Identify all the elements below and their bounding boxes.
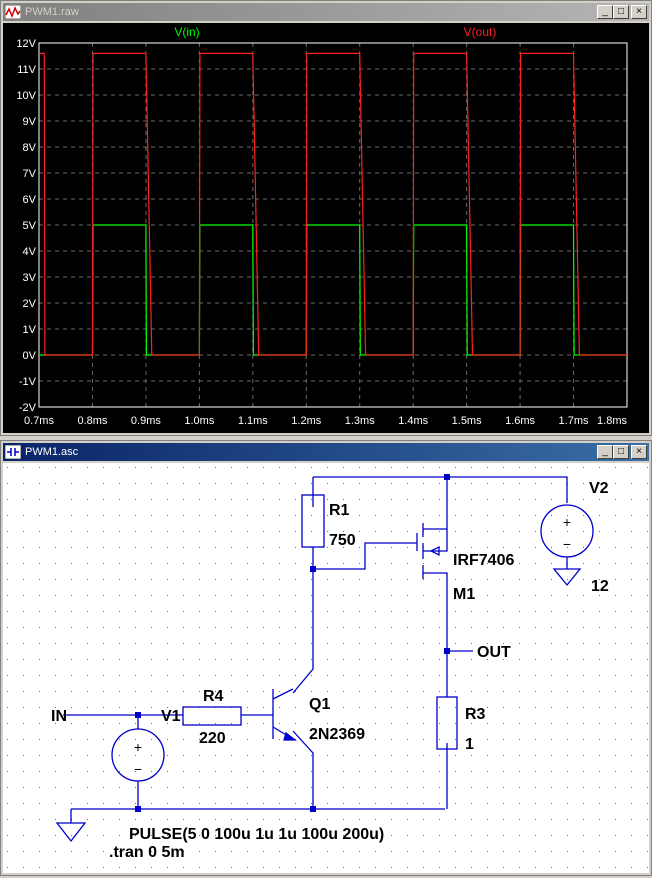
trace-vout[interactable]	[39, 52, 627, 356]
x-tick-label: 0.7ms	[24, 415, 54, 427]
v2-minus-sign: −	[563, 536, 571, 552]
pulse-directive[interactable]: PULSE(5 0 100u 1u 1u 100u 200u)	[129, 826, 384, 843]
schematic-window-title: PWM1.asc	[25, 446, 79, 458]
q1-model[interactable]: 2N2369	[309, 726, 365, 743]
minimize-button[interactable]: _	[597, 5, 613, 19]
schematic-window[interactable]: PWM1.asc _ □ ×	[0, 440, 652, 876]
y-tick-label: 12V	[16, 38, 36, 50]
trace-vin[interactable]	[39, 224, 627, 356]
v2-plus-sign: +	[563, 514, 571, 530]
r3-name[interactable]: R3	[465, 706, 486, 723]
in-net-label[interactable]: IN	[51, 708, 67, 725]
v2-source[interactable]	[540, 504, 594, 587]
x-tick-label: 0.9ms	[131, 415, 161, 427]
y-tick-label: 1V	[23, 324, 37, 336]
schematic-titlebar[interactable]: PWM1.asc _ □ ×	[3, 443, 649, 461]
y-tick-label: 5V	[23, 220, 37, 232]
x-tick-label: 1.3ms	[345, 415, 375, 427]
close-button[interactable]: ×	[631, 5, 647, 19]
x-tick-label: 1.2ms	[291, 415, 321, 427]
wires	[63, 476, 568, 823]
x-tick-label: 1.1ms	[238, 415, 268, 427]
waveform-titlebar[interactable]: PWM1.raw _ □ ×	[3, 3, 649, 21]
trace-label-vout[interactable]: V(out)	[464, 25, 497, 39]
q1-name[interactable]: Q1	[309, 696, 330, 713]
m1-mosfet[interactable]	[416, 523, 448, 613]
y-tick-label: 7V	[23, 168, 37, 180]
v1-name[interactable]: V1	[161, 708, 181, 725]
y-tick-label: 8V	[23, 142, 37, 154]
r4-resistor[interactable]	[182, 706, 242, 726]
out-net-label[interactable]: OUT	[477, 644, 511, 661]
x-tick-label: 1.6ms	[505, 415, 535, 427]
plot-frame	[38, 42, 628, 408]
x-tick-label: 1.7ms	[559, 415, 589, 427]
r4-name[interactable]: R4	[203, 688, 224, 705]
v1-minus-sign: −	[134, 761, 142, 777]
schematic-app-icon	[5, 445, 21, 459]
y-tick-label: 6V	[23, 194, 37, 206]
x-tick-label: 1.8ms	[597, 415, 627, 427]
r1-resistor[interactable]	[301, 494, 325, 548]
y-tick-label: 11V	[17, 64, 36, 76]
r1-value[interactable]: 750	[329, 532, 356, 549]
close-button[interactable]: ×	[631, 445, 647, 459]
r3-resistor[interactable]	[436, 696, 458, 750]
v1-plus-sign: +	[134, 739, 142, 755]
schematic-canvas[interactable]: + − + − R1 750 IRF7406 M1 V2 12 OUT R3 1…	[3, 463, 649, 873]
y-tick-label: 3V	[23, 272, 37, 284]
m1-model[interactable]: IRF7406	[453, 552, 514, 569]
ground-symbol	[55, 822, 87, 843]
trace-label-vin[interactable]: V(in)	[174, 25, 199, 39]
v2-name[interactable]: V2	[589, 480, 609, 497]
y-tick-label: 9V	[23, 116, 37, 128]
y-tick-label: 10V	[16, 90, 36, 102]
y-tick-label: -1V	[19, 376, 37, 388]
maximize-button[interactable]: □	[613, 5, 629, 19]
y-tick-label: 2V	[23, 298, 37, 310]
waveform-chart[interactable]: 12V 11V 10V 9V 8V 7V 6V 5V 4V 3V 2V 1V 0V -1V -2V 0.7m…	[3, 23, 649, 433]
waveform-window-title: PWM1.raw	[25, 6, 79, 18]
v2-value[interactable]: 12	[591, 578, 609, 595]
y-tick-label: 0V	[23, 350, 37, 362]
tran-directive[interactable]: .tran 0 5m	[109, 844, 185, 861]
junction-dots	[135, 474, 450, 812]
r4-value[interactable]: 220	[199, 730, 226, 747]
x-tick-label: 1.5ms	[452, 415, 482, 427]
r3-value[interactable]: 1	[465, 736, 474, 753]
y-tick-label: 4V	[23, 246, 37, 258]
x-tick-label: 1.4ms	[398, 415, 428, 427]
schematic-grid	[3, 463, 649, 873]
waveform-plot-area[interactable]: 12V 11V 10V 9V 8V 7V 6V 5V 4V 3V 2V 1V 0V -1V -2V 0.7m…	[3, 23, 649, 433]
y-tick-label: -2V	[19, 402, 37, 414]
minimize-button[interactable]: _	[597, 445, 613, 459]
x-tick-label: 0.8ms	[77, 415, 107, 427]
x-tick-label: 1.0ms	[184, 415, 214, 427]
m1-name[interactable]: M1	[453, 586, 475, 603]
waveform-window[interactable]: PWM1.raw _ □ × 12V 11V 10V 9V 8V 7V 6V 5V 4V 3V 2V…	[0, 0, 652, 436]
schematic-drawing[interactable]: + − + − R1 750 IRF7406 M1 V2 12 OUT R3 1…	[3, 463, 649, 873]
waveform-app-icon	[5, 5, 21, 19]
q1-transistor[interactable]	[272, 688, 297, 741]
maximize-button[interactable]: □	[613, 445, 629, 459]
v1-source[interactable]	[111, 728, 165, 782]
r1-name[interactable]: R1	[329, 502, 350, 519]
